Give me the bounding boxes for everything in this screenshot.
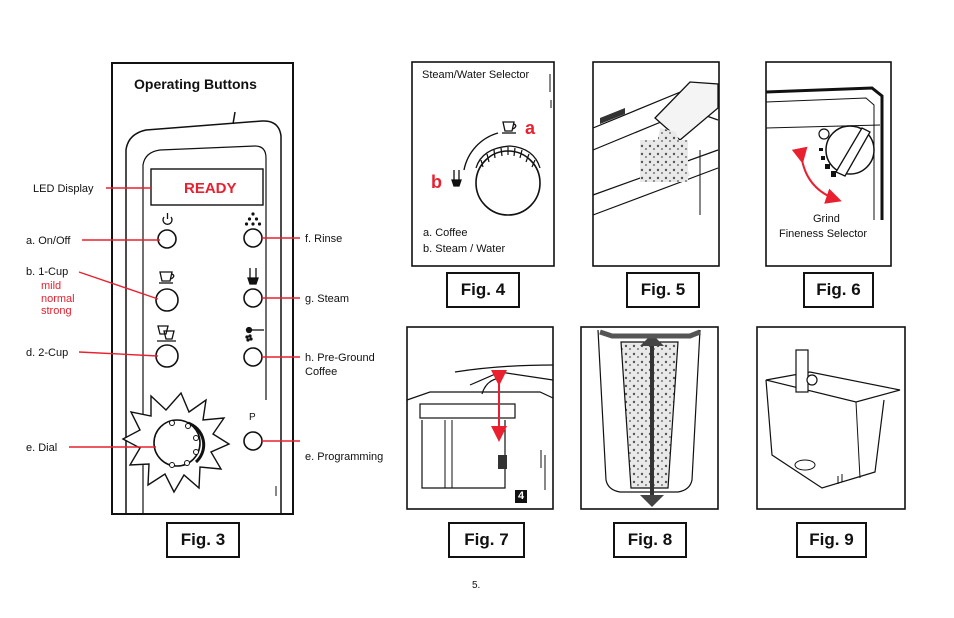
fig3-panel [69, 62, 300, 515]
coffee-cup-icon [502, 121, 517, 134]
label-dial: e. Dial [26, 442, 58, 454]
caption-fig6: Fig. 6 [803, 272, 874, 308]
on-off-button [157, 229, 177, 249]
steam-icon [247, 268, 259, 285]
caption-fig8: Fig. 8 [613, 522, 687, 558]
programming-button [243, 431, 263, 451]
caption-fig5: Fig. 5 [626, 272, 700, 308]
pre-ground-icon [245, 326, 264, 342]
label-normal: normal [41, 293, 75, 305]
fig5-figure [592, 61, 720, 267]
label-on-off: a. On/Off [26, 235, 71, 247]
fig9-figure [756, 326, 906, 510]
led-display [150, 168, 264, 206]
fig4-legend-steam: b. Steam / Water [423, 243, 506, 255]
fig6-label-grind: Grind [813, 213, 840, 225]
label-pre-ground: h. Pre-Ground [305, 352, 375, 364]
page-number: 5. [472, 580, 481, 591]
rinse-drops-icon [244, 212, 262, 226]
label-led-display: LED Display [33, 183, 94, 195]
caption-fig4: Fig. 4 [446, 272, 520, 308]
fig8-figure [580, 326, 719, 510]
label-one-cup: b. 1-Cup [26, 266, 69, 278]
dial-knob [153, 419, 201, 467]
label-steam: g. Steam [305, 293, 350, 305]
label-programming: e. Programming [305, 451, 384, 463]
power-icon [162, 213, 173, 225]
caption-fig7: Fig. 7 [448, 522, 525, 558]
steam-button [243, 288, 263, 308]
label-two-cup: d. 2-Cup [26, 347, 69, 359]
fig4-figure [411, 61, 555, 267]
fig4-legend-coffee: a. Coffee [423, 227, 468, 239]
rinse-button [243, 228, 263, 248]
fig7-figure [406, 326, 554, 510]
two-cup-icon [157, 325, 176, 342]
fig7-badge: 4 [515, 490, 527, 503]
fig6-figure [765, 61, 892, 267]
fig4-letter-b: b [431, 172, 442, 192]
pre-ground-button [243, 347, 263, 367]
caption-fig3: Fig. 3 [166, 522, 240, 558]
label-pre-ground-coffee: Coffee [305, 366, 338, 378]
led-ready-text: READY [184, 180, 237, 197]
steam-selector-icon [451, 170, 462, 187]
label-strong: strong [41, 305, 72, 317]
fig4-letter-a: a [525, 118, 536, 138]
caption-fig9: Fig. 9 [796, 522, 867, 558]
panel-title: Operating Buttons [134, 76, 257, 92]
label-mild: mild [41, 280, 62, 292]
fig4-selector-title: Steam/Water Selector [422, 69, 530, 81]
fig6-label-fineness: Fineness Selector [779, 228, 868, 240]
p-key-label: P [249, 412, 256, 423]
one-cup-icon [159, 271, 175, 284]
one-cup-button [155, 288, 179, 312]
label-rinse: f. Rinse [305, 233, 343, 245]
two-cup-button [155, 344, 179, 368]
